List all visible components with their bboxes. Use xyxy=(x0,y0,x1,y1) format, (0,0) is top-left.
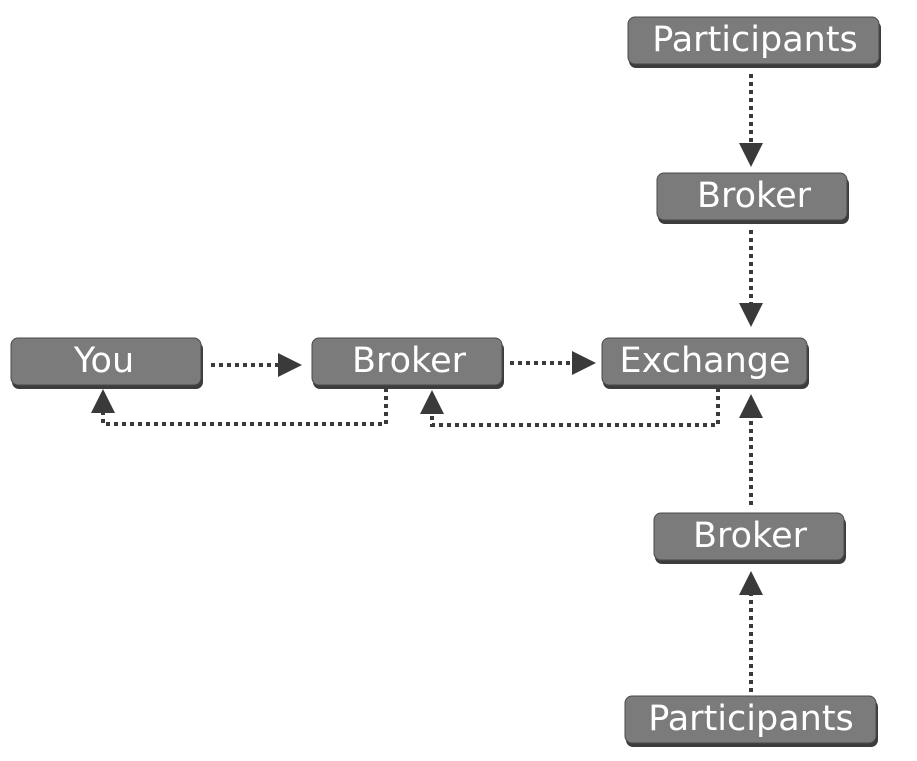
node-exchange-label: Exchange xyxy=(619,341,790,381)
edge-participants-bottom-to-broker-bottom-arrowhead xyxy=(739,571,763,595)
edge-exchange-to-broker-arrowhead xyxy=(420,390,444,414)
edge-broker-bottom-to-exchange-arrowhead xyxy=(739,394,763,418)
node-you-label: You xyxy=(73,341,134,381)
node-participants-top-label: Participants xyxy=(652,20,858,60)
node-broker-main-label: Broker xyxy=(352,341,467,381)
edge-participants-top-to-broker-top-arrowhead xyxy=(739,143,763,167)
edge-broker-top-to-exchange-arrowhead xyxy=(739,303,763,327)
edge-broker-to-you-arrowhead xyxy=(91,389,115,413)
node-exchange: Exchange xyxy=(601,337,809,389)
node-participants-top: Participants xyxy=(627,16,881,68)
edge-exchange-to-broker-line xyxy=(430,388,720,427)
node-participants-bottom: Participants xyxy=(624,695,878,747)
node-broker-main: Broker xyxy=(311,337,504,389)
node-broker-top: Broker xyxy=(656,172,849,224)
node-participants-bottom-label: Participants xyxy=(648,699,854,739)
node-you: You xyxy=(10,337,203,389)
node-broker-bottom: Broker xyxy=(653,512,846,564)
node-broker-bottom-label: Broker xyxy=(693,516,808,556)
edge-broker-to-exchange-arrowhead xyxy=(572,351,596,375)
node-broker-top-label: Broker xyxy=(697,176,812,216)
edge-broker-to-you-line xyxy=(101,388,388,426)
edge-you-to-broker-arrowhead xyxy=(278,353,302,377)
